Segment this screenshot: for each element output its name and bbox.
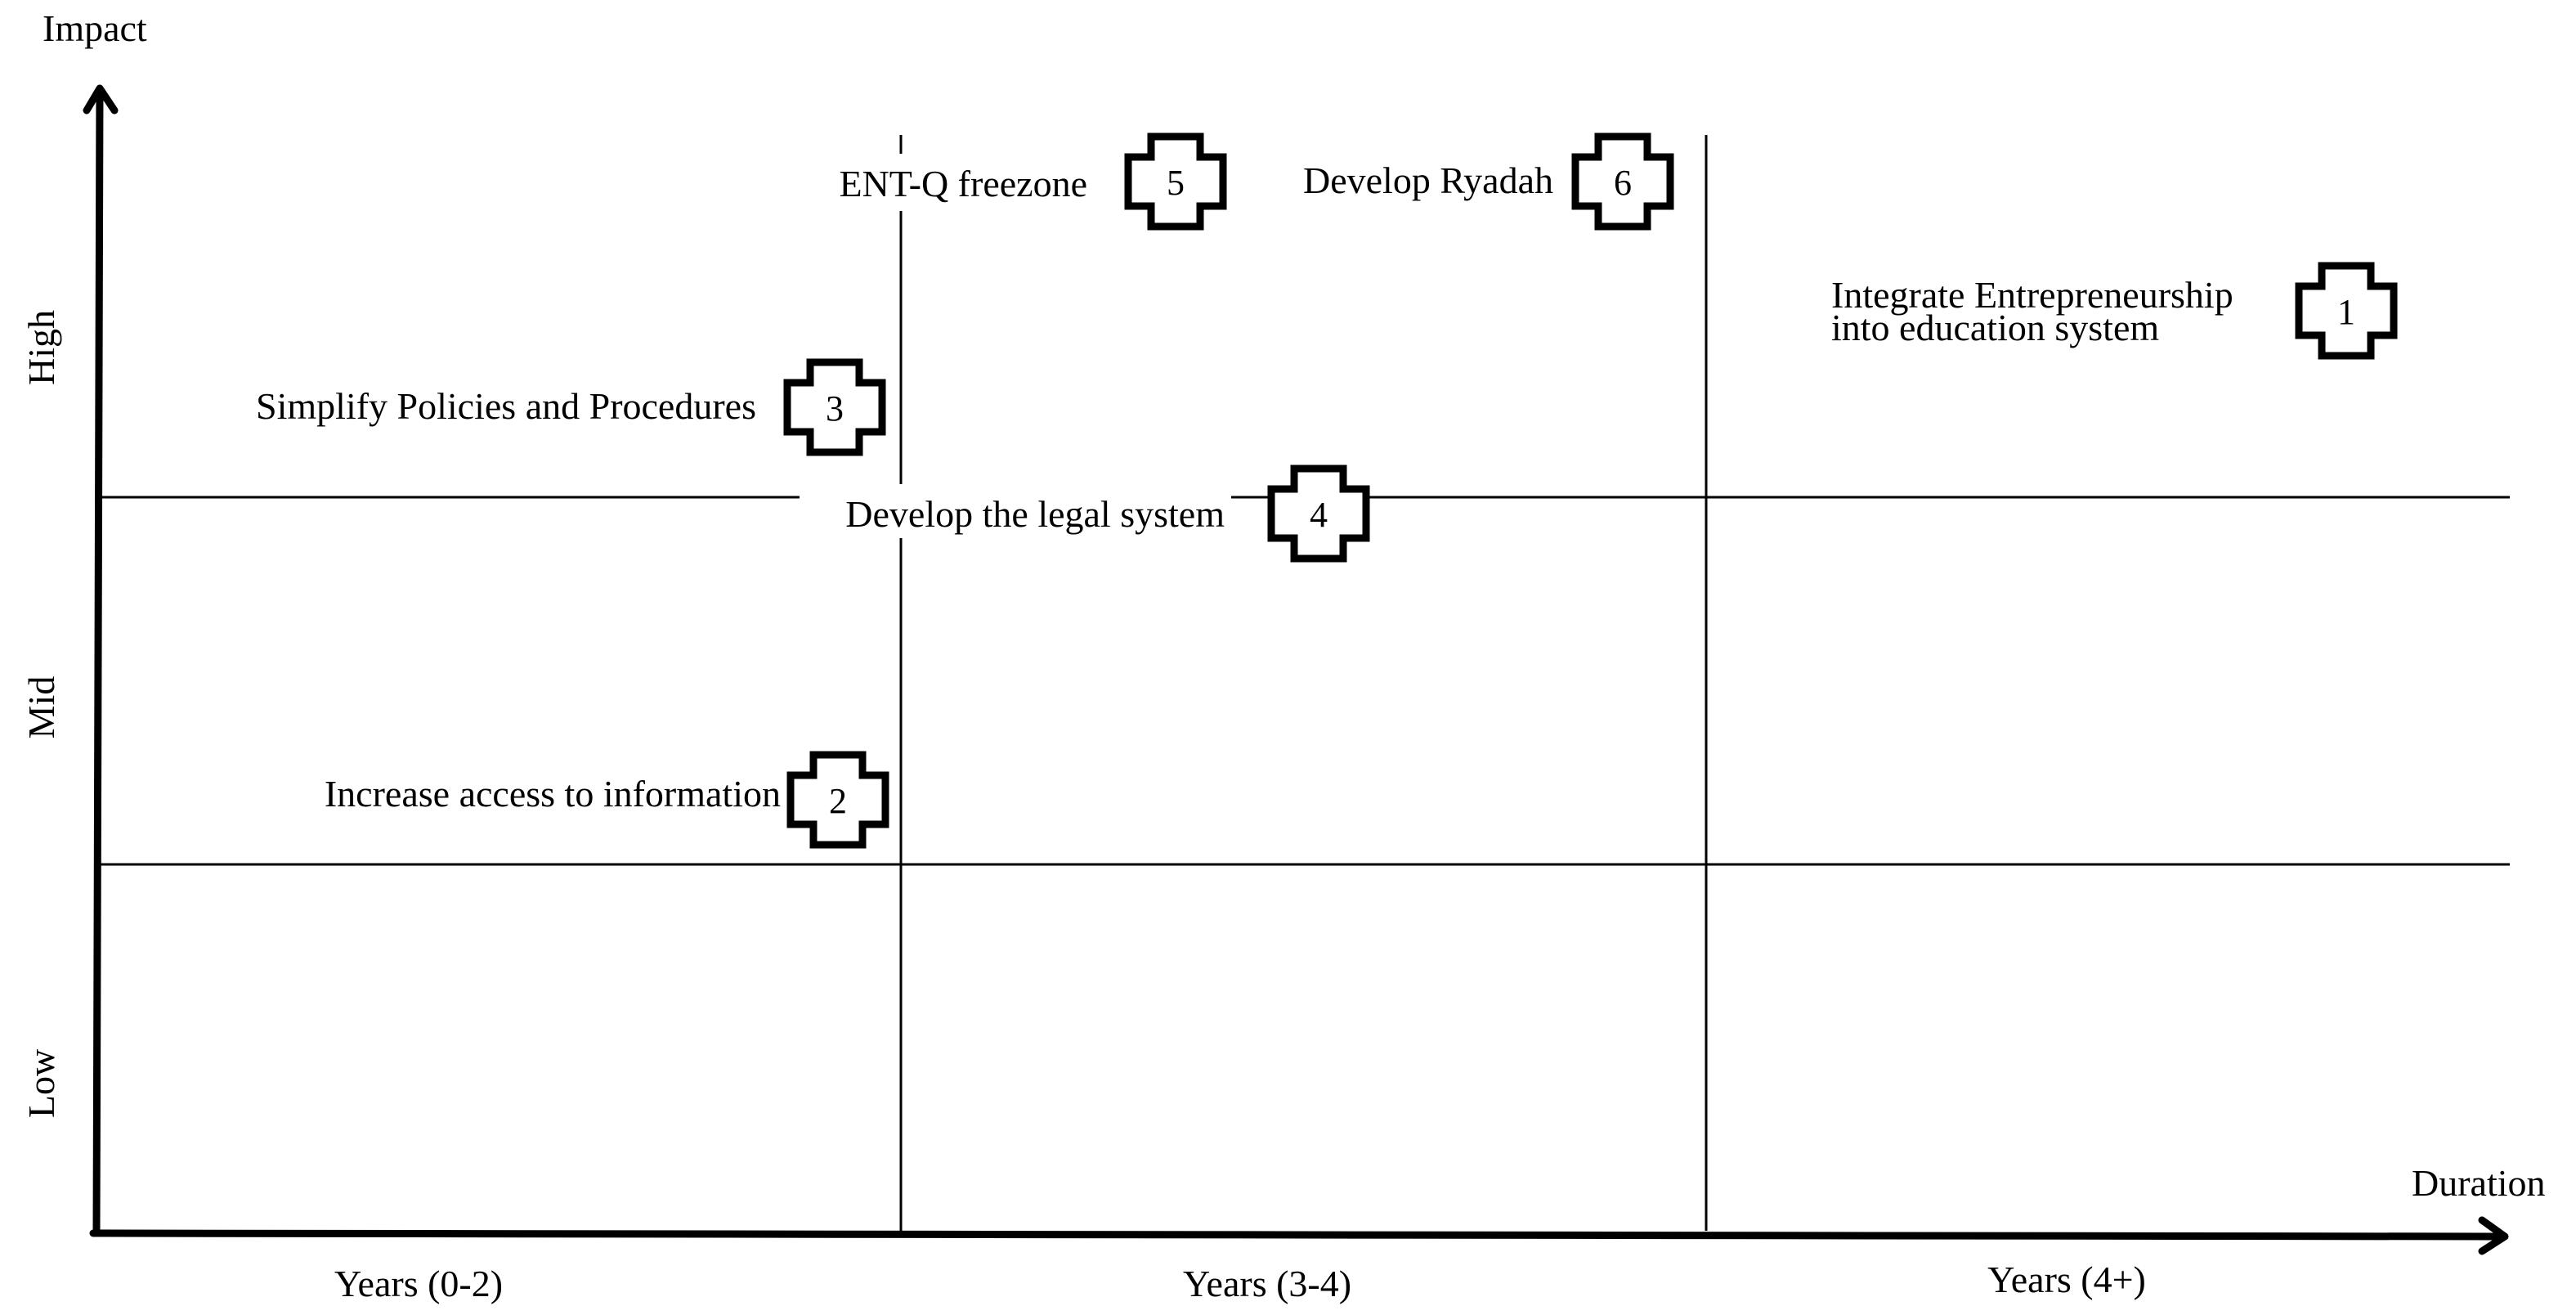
x-axis-title: Duration xyxy=(2412,1162,2546,1204)
x-axis xyxy=(89,1229,2506,1241)
initiative-label: Increase access to information xyxy=(325,773,781,815)
initiative-2: Increase access to information 2 xyxy=(325,755,885,845)
initiative-4: Develop the legal system 4 xyxy=(800,469,1366,559)
initiative-number: 6 xyxy=(1614,163,1632,203)
initiative-5: ENT-Q freezone 5 xyxy=(805,137,1223,227)
initiative-label: Develop the legal system xyxy=(845,493,1225,535)
initiative-1: Integrate Entrepreneurship into educatio… xyxy=(1831,266,2394,356)
impact-level-high: High xyxy=(20,310,62,385)
initiative-number: 2 xyxy=(829,781,847,821)
axes xyxy=(83,84,2509,1255)
initiative-label-line-1: Integrate Entrepreneurship xyxy=(1831,274,2233,316)
initiative-number: 1 xyxy=(2337,292,2355,332)
duration-period-0-2: Years (0-2) xyxy=(334,1263,503,1304)
initiative-label: Develop Ryadah xyxy=(1303,159,1553,201)
initiative-label: ENT-Q freezone xyxy=(839,163,1087,204)
impact-level-mid: Mid xyxy=(20,676,62,739)
y-axis-arrowhead xyxy=(83,84,119,114)
x-axis-arrowhead xyxy=(2478,1216,2509,1255)
y-axis xyxy=(92,86,104,1237)
duration-period-4-plus: Years (4+) xyxy=(1987,1259,2146,1300)
initiative-6: Develop Ryadah 6 xyxy=(1303,137,1670,227)
initiative-3: Simplify Policies and Procedures 3 xyxy=(256,362,882,452)
impact-level-low: Low xyxy=(20,1048,62,1118)
initiative-number: 3 xyxy=(826,388,844,429)
label-background xyxy=(800,484,1231,538)
label-background xyxy=(805,154,1091,211)
initiative-label: Simplify Policies and Procedures xyxy=(256,385,756,427)
initiative-number: 5 xyxy=(1167,163,1185,203)
initiative-number: 4 xyxy=(1310,495,1328,535)
initiative-label-line-2: into education system xyxy=(1831,307,2159,348)
y-axis-title: Impact xyxy=(43,7,147,49)
duration-period-3-4: Years (3-4) xyxy=(1183,1263,1351,1304)
